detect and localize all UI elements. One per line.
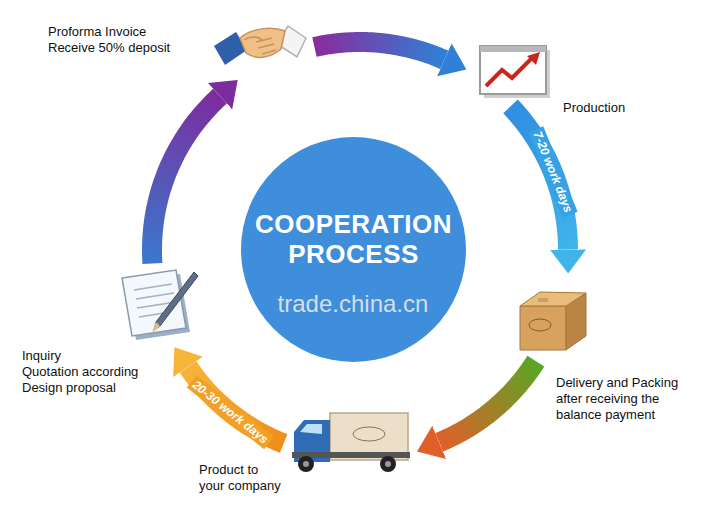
step-label: Inquiry: [22, 348, 152, 364]
process-step: Product to your company: [290, 405, 410, 480]
hub-circle: COOPERATION PROCESS: [241, 137, 466, 362]
step-label: Production: [563, 100, 653, 116]
hub-text-block: COOPERATION PROCESS: [248, 209, 460, 269]
flow-arrow: [439, 361, 536, 442]
duration-label: 20-30 work days: [186, 375, 273, 449]
truck-icon: [292, 413, 410, 472]
step-caption: InquiryQuotation according Design propos…: [22, 348, 152, 396]
handshake-icon: [214, 26, 306, 65]
process-step: Proforma Invoice Receive 50% deposit: [213, 15, 308, 75]
step-caption: Product to your company: [199, 462, 284, 494]
process-step: Delivery and Packing after receiving the…: [510, 280, 590, 355]
process-step: InquiryQuotation according Design propos…: [118, 270, 198, 340]
hub-title: COOPERATION PROCESS: [248, 209, 460, 269]
step-caption: Production: [563, 100, 653, 116]
hub-disc: [241, 137, 466, 362]
step-label: Proforma Invoice Receive 50% deposit: [48, 24, 183, 56]
process-step: Production: [472, 42, 552, 100]
step-label: Product to your company: [199, 462, 284, 494]
step-label: Quotation according Design proposal: [22, 364, 152, 396]
notepad-icon: [122, 270, 198, 340]
step-label: Delivery and Packing after receiving the…: [556, 375, 696, 423]
flow-arrow: [314, 42, 444, 60]
parcel-icon: [520, 292, 586, 350]
chart-icon: [480, 46, 550, 98]
watermark: trade.china.cn: [253, 290, 453, 318]
step-caption: Proforma Invoice Receive 50% deposit: [48, 24, 183, 56]
flow-arrow: [152, 96, 220, 263]
step-caption: Delivery and Packing after receiving the…: [556, 375, 696, 423]
